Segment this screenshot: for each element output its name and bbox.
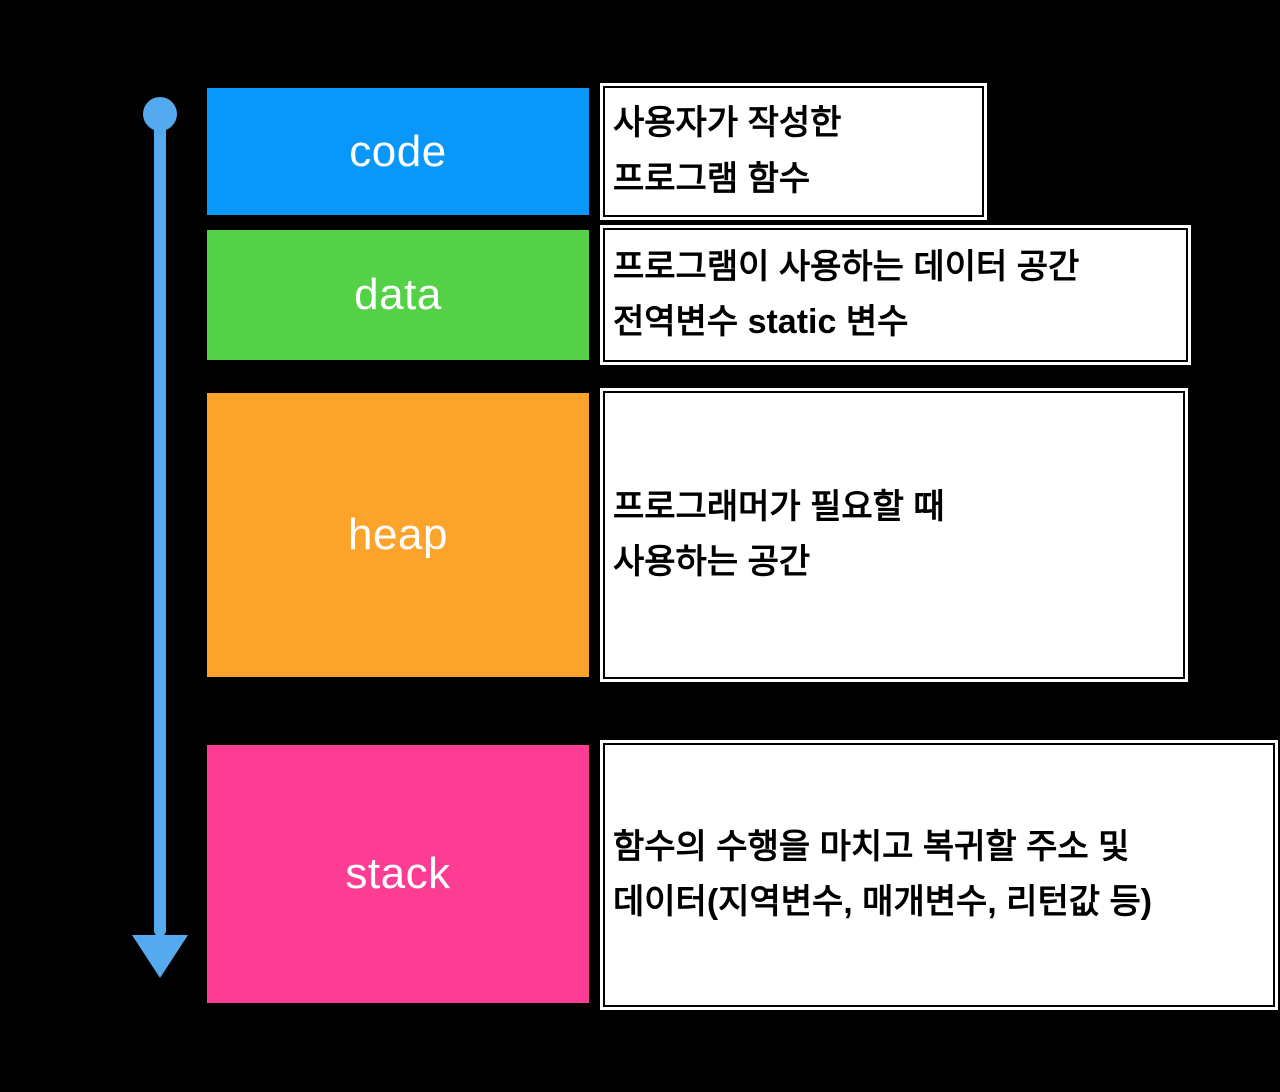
block-heap-label: heap <box>348 510 448 559</box>
desc-code-line-2: 프로그램 함수 <box>613 159 811 198</box>
block-stack-label: stack <box>345 849 451 898</box>
memory-direction-arrow <box>126 90 196 990</box>
desc-data-line-2: 전역변수 static 변수 <box>613 303 909 341</box>
desc-heap-line-1: 프로그래머가 필요할 때 <box>613 487 945 526</box>
block-data-label: data <box>354 270 442 319</box>
block-code-label: code <box>349 126 447 176</box>
desc-heap: 프로그래머가 필요할 때 사용하는 공간 <box>600 388 1188 682</box>
desc-stack-line-2: 데이터(지역변수, 매개변수, 리턴값 등) <box>613 883 1153 921</box>
desc-code-line-1: 사용자가 작성한 <box>613 104 842 143</box>
desc-code: 사용자가 작성한 프로그램 함수 <box>600 83 987 220</box>
desc-data-line-1: 프로그램이 사용하는 데이터 공간 <box>613 247 1080 286</box>
block-heap: heap <box>207 393 589 677</box>
desc-data: 프로그램이 사용하는 데이터 공간 전역변수 static 변수 <box>600 225 1191 365</box>
block-data: data <box>207 230 589 360</box>
desc-stack-line-1: 함수의 수행을 마치고 복귀할 주소 및 <box>613 827 1130 866</box>
block-stack: stack <box>207 745 589 1003</box>
down-arrow-icon <box>132 97 188 978</box>
desc-heap-line-2: 사용하는 공간 <box>613 543 811 581</box>
block-code: code <box>207 88 589 215</box>
desc-stack: 함수의 수행을 마치고 복귀할 주소 및 데이터(지역변수, 매개변수, 리턴값… <box>600 740 1278 1010</box>
